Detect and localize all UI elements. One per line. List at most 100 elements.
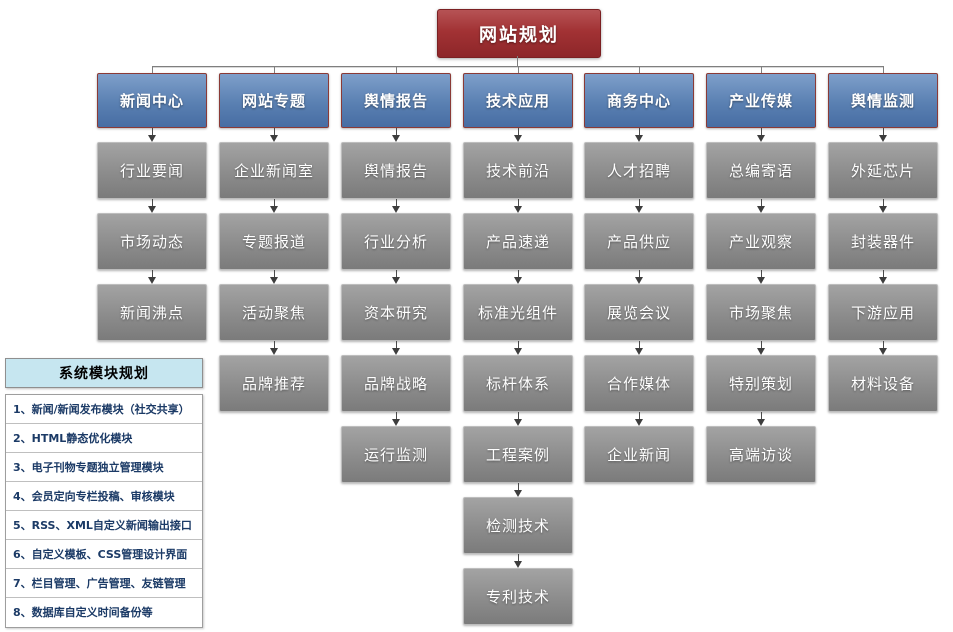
arrow-down-icon — [584, 199, 694, 213]
arrow-down-icon — [463, 128, 573, 142]
diagram-node: 外延芯片 — [828, 142, 938, 199]
arrow-down-icon — [463, 554, 573, 568]
connector-line — [152, 66, 883, 68]
column-header: 舆情报告 — [341, 73, 451, 128]
root-node: 网站规划 — [437, 9, 601, 58]
arrow-down-icon — [463, 341, 573, 355]
arrow-down-icon — [219, 199, 329, 213]
module-list-item: 2、HTML静态优化模块 — [6, 424, 202, 453]
arrow-down-icon — [341, 341, 451, 355]
connector-line — [517, 56, 518, 66]
arrow-down-icon — [219, 270, 329, 284]
arrow-down-icon — [706, 128, 816, 142]
arrow-down-icon — [706, 412, 816, 426]
connector-line — [274, 66, 275, 73]
column-opinion-monitor: 舆情监测 外延芯片 封装器件 下游应用 材料设备 — [828, 73, 938, 412]
diagram-node: 封装器件 — [828, 213, 938, 270]
diagram-node: 行业要闻 — [97, 142, 207, 199]
connector-line — [152, 66, 153, 73]
diagram-node: 新闻沸点 — [97, 284, 207, 341]
diagram-node: 材料设备 — [828, 355, 938, 412]
arrow-down-icon — [828, 341, 938, 355]
diagram-node: 品牌推荐 — [219, 355, 329, 412]
diagram-node: 市场动态 — [97, 213, 207, 270]
diagram-node: 产品速递 — [463, 213, 573, 270]
module-list-item: 4、会员定向专栏投稿、审核模块 — [6, 482, 202, 511]
diagram-node: 总编寄语 — [706, 142, 816, 199]
arrow-down-icon — [341, 199, 451, 213]
arrow-down-icon — [584, 128, 694, 142]
diagram-node: 资本研究 — [341, 284, 451, 341]
arrow-down-icon — [219, 341, 329, 355]
arrow-down-icon — [97, 270, 207, 284]
diagram-node: 工程案例 — [463, 426, 573, 483]
column-opinion-report: 舆情报告 舆情报告 行业分析 资本研究 品牌战略 运行监测 — [341, 73, 451, 483]
column-header: 技术应用 — [463, 73, 573, 128]
arrow-down-icon — [584, 412, 694, 426]
diagram-node: 企业新闻室 — [219, 142, 329, 199]
diagram-node: 活动聚焦 — [219, 284, 329, 341]
column-header: 舆情监测 — [828, 73, 938, 128]
arrow-down-icon — [828, 128, 938, 142]
arrow-down-icon — [463, 412, 573, 426]
diagram-node: 高端访谈 — [706, 426, 816, 483]
connector-line — [518, 66, 519, 73]
diagram-node: 品牌战略 — [341, 355, 451, 412]
arrow-down-icon — [97, 128, 207, 142]
diagram-node: 专题报道 — [219, 213, 329, 270]
arrow-down-icon — [219, 128, 329, 142]
arrow-down-icon — [584, 270, 694, 284]
diagram-node: 企业新闻 — [584, 426, 694, 483]
connector-line — [761, 66, 762, 73]
arrow-down-icon — [706, 341, 816, 355]
module-list-item: 3、电子刊物专题独立管理模块 — [6, 453, 202, 482]
arrow-down-icon — [463, 199, 573, 213]
diagram-node: 技术前沿 — [463, 142, 573, 199]
column-industry-media: 产业传媒 总编寄语 产业观察 市场聚焦 特别策划 高端访谈 — [706, 73, 816, 483]
side-panel-title: 系统模块规划 — [5, 358, 203, 388]
column-business-center: 商务中心 人才招聘 产品供应 展览会议 合作媒体 企业新闻 — [584, 73, 694, 483]
column-news-center: 新闻中心 行业要闻 市场动态 新闻沸点 — [97, 73, 207, 341]
diagram-node: 运行监测 — [341, 426, 451, 483]
arrow-down-icon — [341, 270, 451, 284]
arrow-down-icon — [706, 199, 816, 213]
connector-line — [883, 66, 884, 73]
column-header: 产业传媒 — [706, 73, 816, 128]
diagram-node: 标准光组件 — [463, 284, 573, 341]
connector-line — [396, 66, 397, 73]
diagram-node: 展览会议 — [584, 284, 694, 341]
diagram-node: 产品供应 — [584, 213, 694, 270]
diagram-node: 检测技术 — [463, 497, 573, 554]
module-list-item: 6、自定义模板、CSS管理设计界面 — [6, 540, 202, 569]
diagram-node: 行业分析 — [341, 213, 451, 270]
diagram-node: 市场聚焦 — [706, 284, 816, 341]
diagram-node: 人才招聘 — [584, 142, 694, 199]
arrow-down-icon — [828, 199, 938, 213]
column-header: 新闻中心 — [97, 73, 207, 128]
module-list-item: 8、数据库自定义时间备份等 — [13, 606, 153, 619]
column-header: 网站专题 — [219, 73, 329, 128]
diagram-node: 产业观察 — [706, 213, 816, 270]
arrow-down-icon — [828, 270, 938, 284]
module-list-item: 1、新闻/新闻发布模块（社交共享） — [6, 395, 202, 424]
arrow-down-icon — [463, 483, 573, 497]
diagram-node: 标杆体系 — [463, 355, 573, 412]
arrow-down-icon — [706, 270, 816, 284]
diagram-node: 舆情报告 — [341, 142, 451, 199]
arrow-down-icon — [97, 199, 207, 213]
column-header: 商务中心 — [584, 73, 694, 128]
column-site-topics: 网站专题 企业新闻室 专题报道 活动聚焦 品牌推荐 — [219, 73, 329, 412]
module-list-item: 5、RSS、XML自定义新闻输出接口 — [6, 511, 202, 540]
diagram-node: 合作媒体 — [584, 355, 694, 412]
column-tech-application: 技术应用 技术前沿 产品速递 标准光组件 标杆体系 工程案例 检测技术 专利技术 — [463, 73, 573, 625]
connector-line — [639, 66, 640, 73]
diagram-node: 下游应用 — [828, 284, 938, 341]
diagram-node: 专利技术 — [463, 568, 573, 625]
module-list-item: 7、栏目管理、广告管理、友链管理 — [6, 569, 202, 598]
arrow-down-icon — [584, 341, 694, 355]
arrow-down-icon — [341, 128, 451, 142]
diagram-node: 特别策划 — [706, 355, 816, 412]
arrow-down-icon — [341, 412, 451, 426]
side-panel-module-list: 1、新闻/新闻发布模块（社交共享） 2、HTML静态优化模块 3、电子刊物专题独… — [5, 394, 203, 628]
